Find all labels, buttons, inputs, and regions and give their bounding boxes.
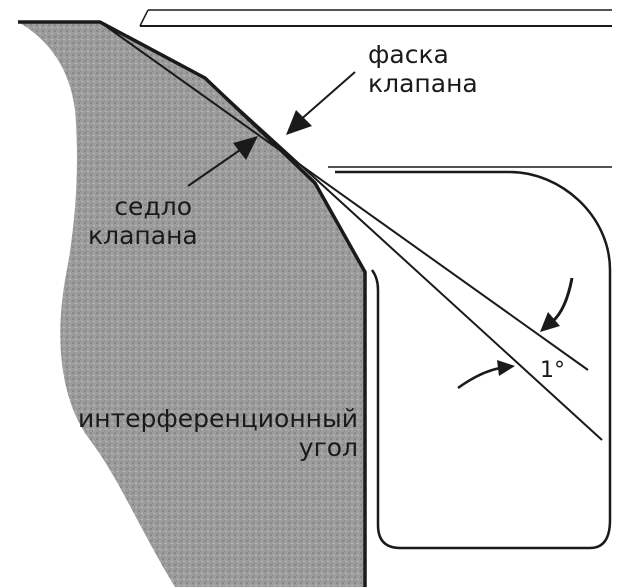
interference-angle-label: интерференционный угол [20, 404, 358, 462]
valve-face-arrow-head [286, 110, 312, 135]
valve-face-label: фаска клапана [368, 40, 478, 98]
valve-top-join [139, 9, 149, 27]
valve-face-line-lower [204, 77, 603, 441]
valve-seat-label: седло клапана [88, 192, 198, 250]
valve-face-label-line2: клапана [368, 69, 478, 98]
valve-seat-label-line2: клапана [88, 221, 198, 250]
valve-seat-arrow-shaft [187, 147, 244, 187]
valve-face-line-upper [99, 21, 589, 371]
angle-arrow-upper [550, 277, 574, 324]
valve-seat-label-line1: седло [114, 192, 192, 221]
angle-arrow-lower [457, 366, 501, 390]
valve-face-arrow-shaft [297, 71, 356, 123]
valve-head-outline [335, 170, 612, 550]
interference-angle-label-line1: интерференционный [78, 404, 358, 433]
cylinder-head-body [18, 22, 365, 587]
angle-arrow-lower-head [497, 360, 515, 376]
valve-seat-arrow-head [233, 136, 258, 160]
angle-arrow-upper-head [540, 312, 560, 332]
interference-angle-label-line2: угол [298, 433, 358, 462]
valve-face-label-line1: фаска [368, 40, 449, 69]
angle-value-label: 1° [540, 358, 565, 383]
